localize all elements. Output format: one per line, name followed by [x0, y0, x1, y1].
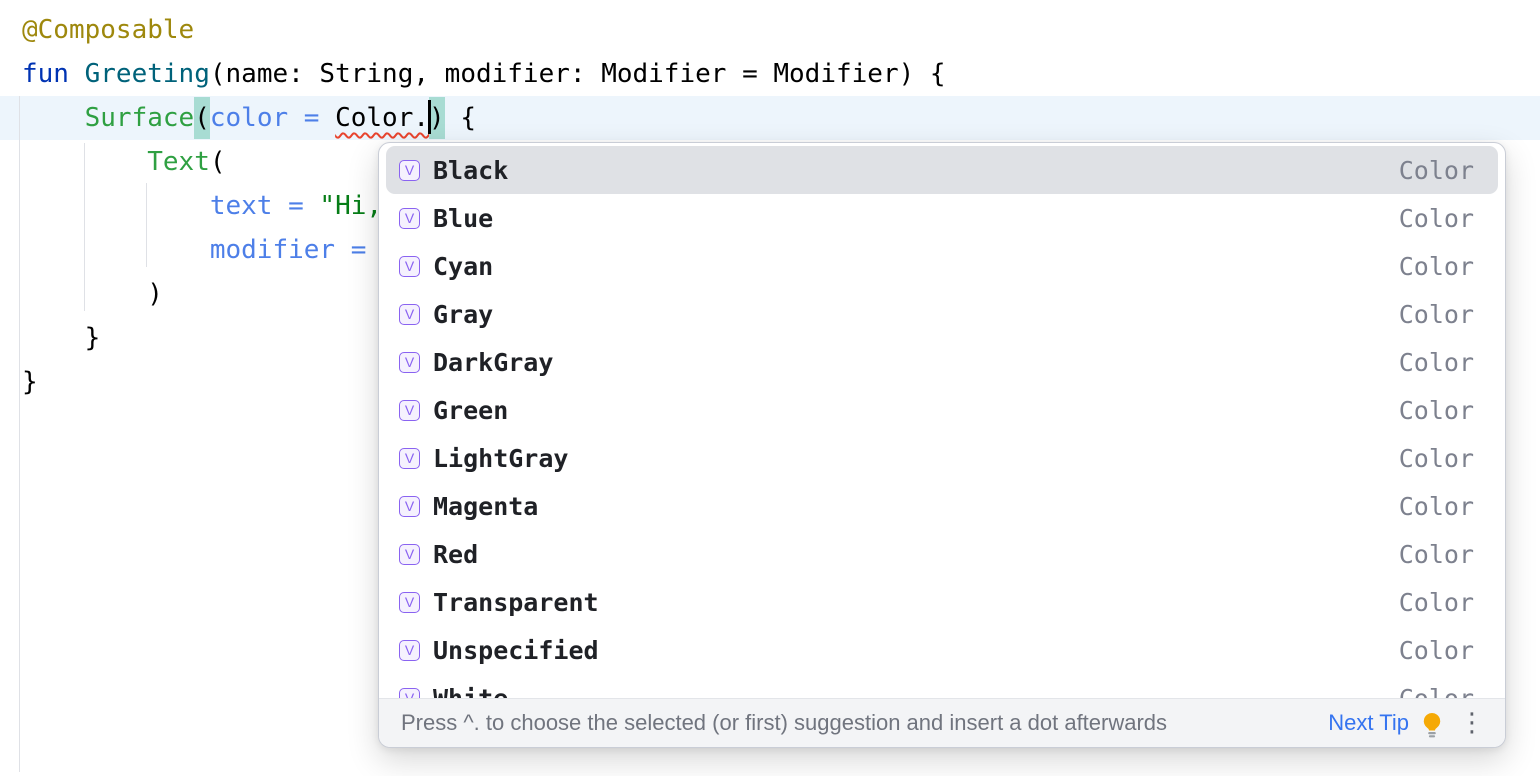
- variable-icon: V: [399, 447, 420, 469]
- completion-item[interactable]: V Transparent Color: [386, 578, 1498, 626]
- code-line[interactable]: }: [0, 360, 1540, 404]
- code-token: }: [22, 323, 101, 353]
- completion-item[interactable]: V LightGray Color: [386, 434, 1498, 482]
- lightbulb-icon: [1421, 712, 1443, 739]
- completion-item-type: Color: [1398, 299, 1474, 329]
- variable-icon: V: [399, 591, 420, 613]
- completion-item-type: Color: [1398, 443, 1474, 473]
- hint-text: Press ^. to choose the selected (or firs…: [401, 710, 1168, 735]
- completion-item-type: Color: [1398, 203, 1474, 233]
- code-line[interactable]: modifier =: [0, 228, 1540, 272]
- code-token: [319, 103, 335, 133]
- variable-icon: V: [399, 351, 420, 373]
- code-token: {: [444, 103, 476, 133]
- completion-item[interactable]: V Green Color: [386, 386, 1498, 434]
- code-token: (: [194, 97, 210, 139]
- completion-item-name: Cyan: [433, 251, 494, 281]
- completion-item-name: Blue: [433, 203, 494, 233]
- completion-item[interactable]: V Black Color: [386, 146, 1498, 194]
- next-tip-link[interactable]: Next Tip: [1328, 710, 1409, 735]
- code-token: @Composable: [22, 15, 195, 45]
- variable-icon: V: [399, 543, 420, 565]
- variable-icon: V: [399, 495, 420, 517]
- code-area[interactable]: @Composable fun Greeting(name: String, mo…: [0, 8, 1540, 404]
- completion-item-type: Color: [1398, 347, 1474, 377]
- code-token: [22, 147, 147, 177]
- code-token: Text: [147, 147, 210, 177]
- code-token: [22, 235, 210, 265]
- code-line[interactable]: ): [0, 272, 1540, 316]
- code-token: [22, 103, 85, 133]
- code-token: color =: [209, 103, 320, 133]
- completion-hint-bar: Press ^. to choose the selected (or firs…: [379, 698, 1505, 747]
- completion-item-name: Transparent: [433, 587, 599, 617]
- code-token: ): [22, 279, 163, 309]
- code-token: ): [429, 97, 445, 139]
- completion-item-name: DarkGray: [433, 347, 554, 377]
- completion-item[interactable]: V Gray Color: [386, 290, 1498, 338]
- code-line[interactable]: Text(: [0, 140, 1540, 184]
- variable-icon: V: [399, 207, 420, 229]
- code-token: text =: [209, 191, 320, 221]
- variable-icon: V: [399, 639, 420, 661]
- variable-icon: V: [399, 399, 420, 421]
- code-token: fun: [22, 59, 69, 89]
- code-token: [22, 191, 210, 221]
- completion-item-name: LightGray: [433, 443, 569, 473]
- completion-item[interactable]: V DarkGray Color: [386, 338, 1498, 386]
- completion-item[interactable]: V Magenta Color: [386, 482, 1498, 530]
- more-options-icon[interactable]: ⋮: [1459, 708, 1485, 738]
- completion-item[interactable]: V Unspecified Color: [386, 626, 1498, 674]
- completion-item-type: Color: [1398, 251, 1474, 281]
- completion-item-type: Color: [1398, 539, 1474, 569]
- code-line-current[interactable]: Surface(color = Color.) {: [0, 96, 1540, 140]
- code-line[interactable]: fun Greeting(name: String, modifier: Mod…: [0, 52, 1540, 96]
- completion-item-name: Green: [433, 395, 509, 425]
- completion-item[interactable]: V Cyan Color: [386, 242, 1498, 290]
- completion-item-type: Color: [1398, 587, 1474, 617]
- variable-icon: V: [399, 159, 420, 181]
- completion-item-name: Red: [433, 539, 479, 569]
- code-line[interactable]: @Composable: [0, 8, 1540, 52]
- code-token: }: [22, 367, 38, 397]
- code-token: Greeting: [84, 59, 210, 89]
- completion-item-name: Gray: [433, 299, 494, 329]
- code-token: Color.: [335, 103, 430, 133]
- completion-item-name: Black: [433, 155, 509, 185]
- code-line[interactable]: }: [0, 316, 1540, 360]
- completion-item-type: Color: [1398, 635, 1474, 665]
- code-token: [69, 59, 85, 89]
- variable-icon: V: [399, 255, 420, 277]
- completion-item-type: Color: [1398, 155, 1474, 185]
- code-token: (name: String, modifier: Modifier = Modi…: [209, 59, 946, 89]
- completion-item-name: Unspecified: [433, 635, 599, 665]
- text-caret: [427, 99, 431, 134]
- completion-item[interactable]: V Red Color: [386, 530, 1498, 578]
- code-token: (: [209, 147, 226, 177]
- code-token: Surface: [84, 103, 195, 133]
- completion-item-type: Color: [1398, 491, 1474, 521]
- variable-icon: V: [399, 303, 420, 325]
- completion-item-name: Magenta: [433, 491, 539, 521]
- code-token: "Hi,: [319, 191, 383, 221]
- code-token: modifier =: [209, 235, 383, 265]
- completion-item[interactable]: V Blue Color: [386, 194, 1498, 242]
- completion-item-type: Color: [1398, 395, 1474, 425]
- code-line[interactable]: text = "Hi,: [0, 184, 1540, 228]
